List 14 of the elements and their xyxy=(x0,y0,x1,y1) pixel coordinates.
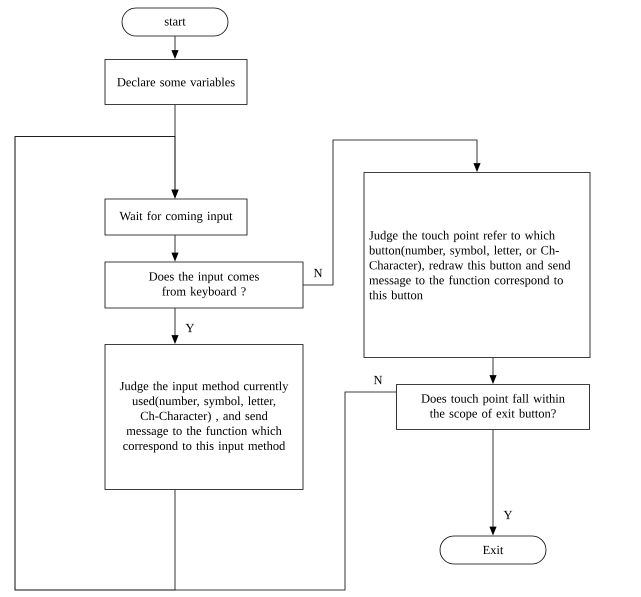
edge-label: N xyxy=(372,374,384,386)
arrow xyxy=(303,140,481,286)
process-box: Judge the touch point refer to which button(number, symbol, letter, or Ch-Character), redraw this button and send message to the function correspond to this button xyxy=(364,172,590,358)
edge-label: Y xyxy=(502,510,514,520)
edge-label: Y xyxy=(184,322,196,334)
terminal-box: start xyxy=(122,8,228,36)
edge-label: N xyxy=(312,268,324,278)
terminal-box: Exit xyxy=(440,536,546,564)
process-box: Wait for coming input xyxy=(104,198,248,236)
arrow xyxy=(14,136,179,590)
process-box: Does the input comes from keyboard ? xyxy=(104,262,304,308)
process-box: Judge the input method currently used(number, symbol, letter, Ch-Character) , and send message to the function which correspond to this input method xyxy=(104,344,304,490)
process-box: Declare some variables xyxy=(104,59,248,105)
process-box: Does touch point fall within the scope of exit button? xyxy=(396,384,590,430)
